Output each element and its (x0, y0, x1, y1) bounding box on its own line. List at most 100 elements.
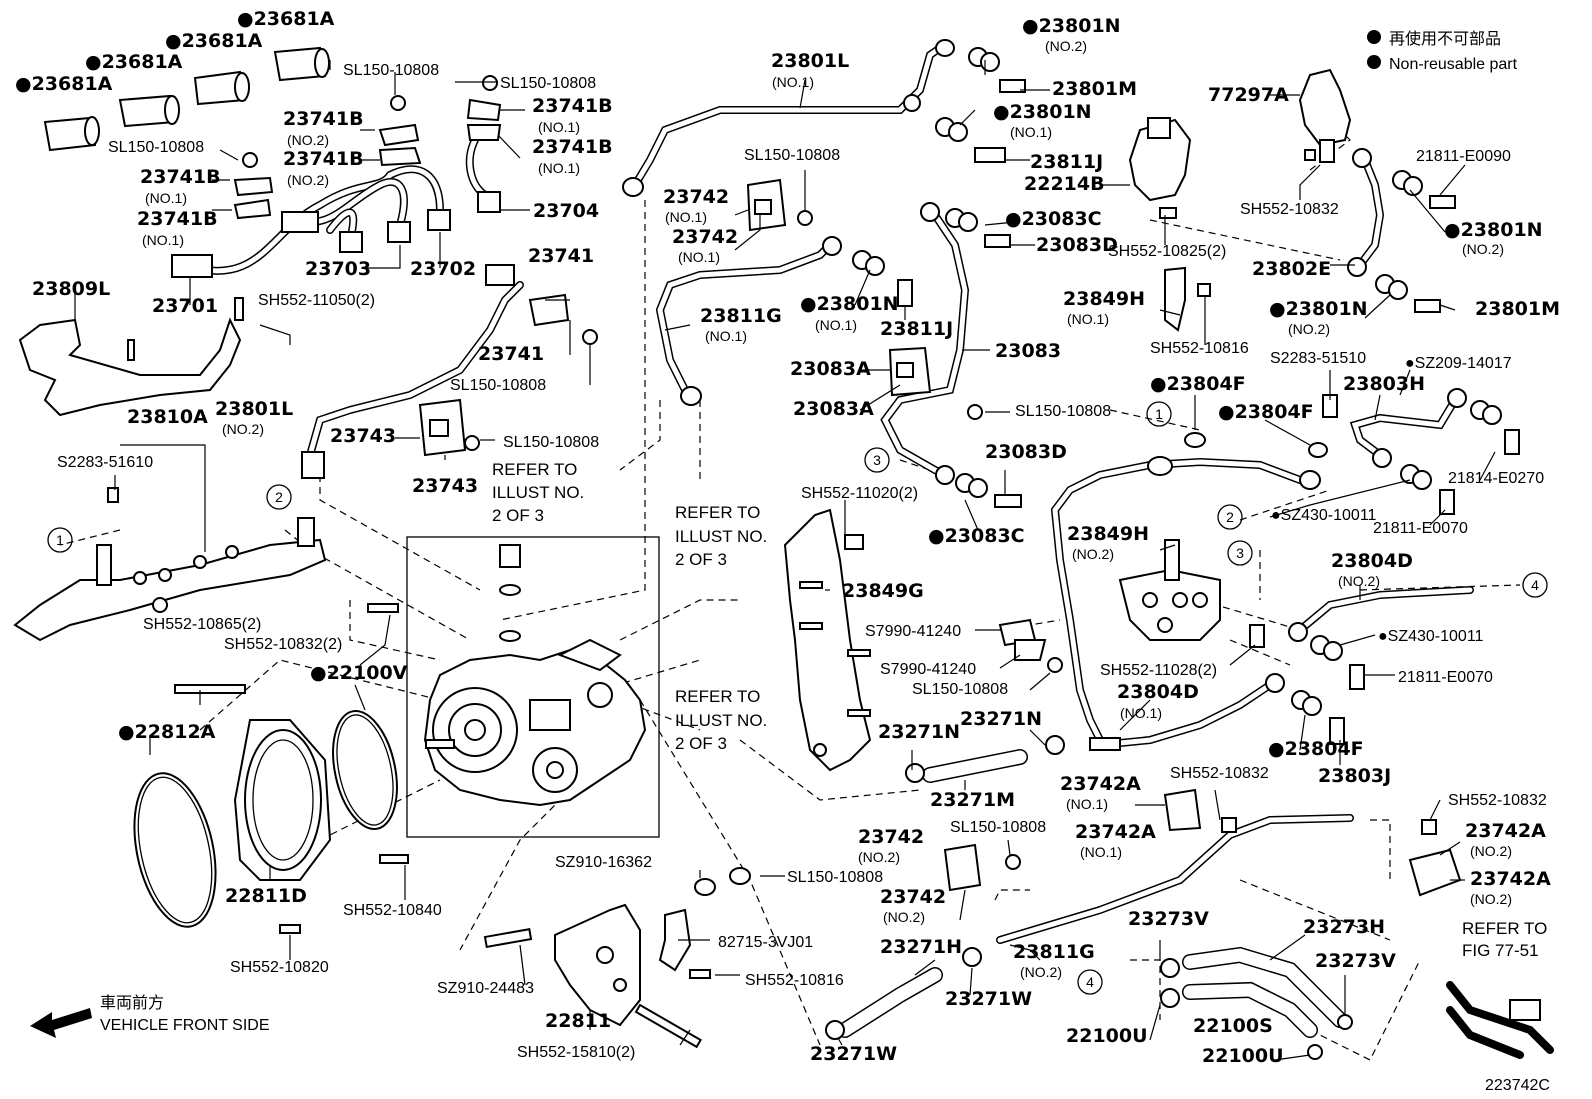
callout-number: 3 (873, 452, 881, 468)
part-number-label: ●23083C (1005, 208, 1102, 230)
part-number-label: 23742A (1470, 868, 1551, 890)
part-number-label: 23271W (945, 988, 1032, 1010)
part-number-label: 22100S (1193, 1015, 1273, 1037)
part-number-label: 23271M (930, 789, 1015, 811)
part-number-label: 23083D (985, 441, 1067, 463)
part-number-label: (NO.2) (1462, 241, 1504, 257)
part-number-label: ●23801N (1022, 15, 1121, 37)
part-number-label: S2283-51610 (57, 454, 153, 471)
part-number-label: ●23804F (1150, 373, 1246, 395)
injection-pump (423, 544, 647, 807)
direction-en: VEHICLE FRONT SIDE (100, 1017, 270, 1034)
svg-text:ILLUST NO.: ILLUST NO. (492, 483, 584, 502)
pipe-23802e (1347, 148, 1456, 313)
part-number-label: S7990-41240 (865, 623, 961, 640)
refer-text-3: REFER TO ILLUST NO. 2 OF 3 (675, 687, 767, 753)
callout-number: 1 (56, 532, 64, 548)
bolts-gaskets (844, 47, 1026, 550)
part-number-label: 23849G (842, 580, 924, 602)
part-number-label: 23809L (32, 278, 110, 300)
part-number-label: 22811 (545, 1010, 611, 1032)
part-number-label: 23742A (1465, 820, 1546, 842)
part-number-label: 22811D (225, 885, 307, 907)
part-number-label: (NO.2) (858, 849, 900, 865)
svg-text:2 OF 3: 2 OF 3 (675, 550, 727, 569)
part-number-label: 23742 (858, 826, 924, 848)
pump-detail-frame (406, 536, 660, 838)
part-number-label: (NO.1) (665, 209, 707, 225)
part-number-label: 23702 (410, 258, 476, 280)
part-number-label: (NO.1) (1067, 311, 1109, 327)
svg-text:ILLUST NO.: ILLUST NO. (675, 711, 767, 730)
part-number-label: ●23801N (993, 101, 1092, 123)
part-number-label: ●23801N (1269, 298, 1368, 320)
part-number-label: 23743 (412, 475, 478, 497)
part-number-label: ●23681A (237, 8, 335, 30)
part-number-label: 23743 (330, 425, 396, 447)
callout-number: 3 (1236, 545, 1244, 561)
part-number-label: 23083A (790, 358, 871, 380)
part-number-label: 23802E (1252, 258, 1331, 280)
part-number-label: 23271W (810, 1043, 897, 1065)
part-number-label: (NO.2) (1470, 843, 1512, 859)
part-number-label: (NO.2) (1470, 891, 1512, 907)
part-number-label: 23741 (478, 343, 544, 365)
part-number-label: 23810A (127, 406, 208, 428)
part-number-label: (NO.2) (1338, 573, 1380, 589)
part-number-label: 23803H (1343, 373, 1425, 395)
part-number-label: (NO.2) (1045, 38, 1087, 54)
arrow-icon (30, 1008, 92, 1038)
callout-circles (47, 401, 1548, 995)
part-number-label: 23741B (532, 136, 613, 158)
part-number-label: SH552-10832 (1448, 792, 1547, 809)
part-number-label: (NO.1) (538, 119, 580, 135)
part-number-label: SH552-15810(2) (517, 1044, 635, 1061)
part-number-label: 23703 (305, 258, 371, 280)
part-number-label: ●23083C (928, 525, 1025, 547)
svg-text:REFER TO: REFER TO (492, 460, 577, 479)
pipes-center (301, 39, 955, 479)
part-number-label: S7990-41240 (880, 661, 976, 678)
part-number-label: SH552-10816 (745, 972, 844, 989)
part-number-label: SL150-10808 (500, 75, 596, 92)
part-number-label: ●23804F (1268, 738, 1364, 760)
part-number-label: 23742 (663, 186, 729, 208)
part-number-label: 23801M (1052, 78, 1137, 100)
part-number-label: ●SZ430-10011 (1378, 628, 1484, 645)
refer-text-1: REFER TO ILLUST NO. 2 OF 3 (492, 460, 584, 525)
part-number-label: 77297A (1208, 84, 1289, 106)
part-number-label: 23741B (532, 95, 613, 117)
part-number-label: (NO.1) (1080, 844, 1122, 860)
part-number-label: 21811-E0090 (1416, 148, 1511, 165)
clamps-center (418, 178, 813, 457)
part-number-label: 23811J (880, 318, 953, 340)
pipes-right (1050, 388, 1520, 751)
part-number-label: 23742A (1075, 821, 1156, 843)
part-number-label: 23741B (283, 108, 364, 130)
part-number-label: 22100U (1066, 1025, 1148, 1047)
legend-dot (1367, 30, 1381, 44)
bracket-22811 (483, 867, 751, 1049)
part-number-label: ●22100V (310, 662, 408, 684)
legend-jp: 再使用不可部品 (1389, 30, 1501, 48)
part-number-label: ●SZ209-14017 (1405, 355, 1512, 372)
part-number-label: ●23681A (85, 51, 183, 73)
part-number-label: 23271N (960, 708, 1042, 730)
part-number-label: (NO.2) (1020, 964, 1062, 980)
part-number-label: (NO.1) (1010, 124, 1052, 140)
part-number-label: 23811G (700, 305, 782, 327)
svg-text:REFER TO: REFER TO (675, 503, 760, 522)
part-number-label: 23083 (995, 340, 1061, 362)
part-number-label: SH552-10832 (1240, 201, 1339, 218)
part-number-label: 23803J (1318, 765, 1391, 787)
pipe-23083 (880, 202, 983, 485)
part-number-label: SZ910-24483 (437, 980, 534, 997)
part-number-label: SH552-10832(2) (224, 636, 342, 653)
part-number-label: 22214B (1024, 173, 1105, 195)
part-number-label: (NO.1) (538, 160, 580, 176)
part-number-label: SL150-10808 (950, 819, 1046, 836)
part-number-label: SH552-10840 (343, 902, 442, 919)
part-number-label: 23849H (1063, 288, 1145, 310)
part-number-label: 23704 (533, 200, 599, 222)
legend-en: Non-reusable part (1389, 56, 1518, 73)
